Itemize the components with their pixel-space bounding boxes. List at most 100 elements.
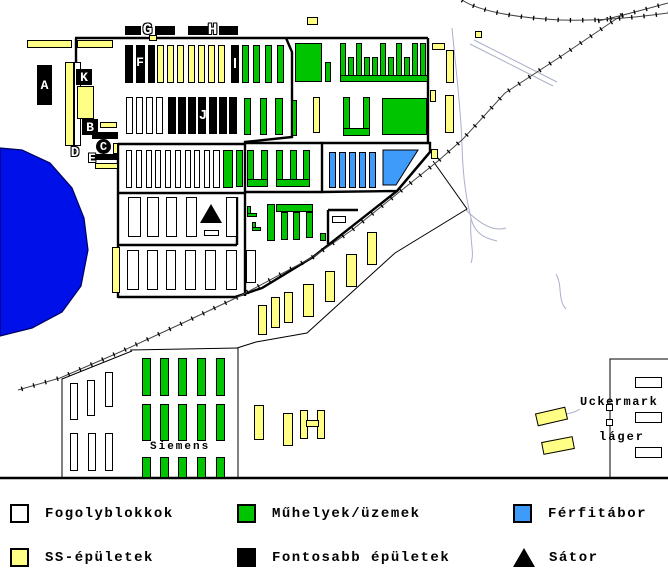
prisoner-block — [156, 97, 163, 134]
important-building — [92, 132, 118, 139]
railroad-ticks — [460, 0, 668, 23]
workshop-building — [404, 57, 410, 76]
ss-building — [307, 17, 318, 25]
workshop-building — [252, 227, 261, 231]
ss-building — [177, 45, 184, 83]
prisoner-block — [136, 97, 143, 134]
workshop-building — [223, 150, 233, 188]
important-building — [209, 97, 217, 134]
workshop-building — [325, 62, 331, 82]
workshop-building — [197, 404, 206, 441]
road — [465, 209, 507, 230]
prisoner-block — [205, 250, 216, 290]
ss-building — [306, 420, 319, 427]
prisoner-block — [606, 404, 613, 411]
workshop-building — [388, 57, 394, 76]
ss-building — [284, 292, 293, 323]
workshop-building — [216, 457, 225, 478]
workshop-building — [293, 212, 300, 240]
prisoner-block — [136, 150, 142, 188]
ss-building — [167, 45, 174, 83]
prisoner-block — [226, 250, 237, 290]
workshop-building — [178, 358, 187, 396]
workshop-building — [216, 358, 225, 396]
ss-building — [303, 284, 314, 317]
workshop-building — [276, 179, 310, 187]
road — [470, 217, 473, 264]
prisoner-block — [204, 230, 219, 236]
workshop-building — [160, 457, 169, 478]
prisoner-block — [175, 150, 181, 188]
ss-building — [258, 305, 267, 335]
mens-camp-building — [349, 152, 356, 188]
workshop-building — [277, 45, 284, 83]
prisoner-block — [147, 197, 159, 237]
ss-building — [446, 50, 454, 83]
workshop-building — [276, 204, 313, 212]
important-building — [188, 97, 196, 134]
prisoner-block — [87, 380, 95, 416]
workshop-building — [253, 45, 260, 83]
workshop-building — [275, 98, 283, 135]
workshop-building — [372, 57, 378, 76]
prisoner-block — [166, 250, 176, 290]
prisoner-block — [126, 150, 132, 188]
prisoner-block — [128, 197, 141, 237]
workshop-building — [244, 98, 251, 135]
road — [451, 27, 498, 242]
workshop-building — [261, 150, 268, 180]
prisoner-block — [70, 433, 78, 471]
important-building — [198, 97, 206, 134]
letter-E: E — [88, 151, 96, 166]
prisoner-block — [185, 150, 191, 188]
prisoner-block — [127, 250, 139, 290]
ss-building — [283, 413, 293, 446]
workshop-building — [356, 43, 362, 76]
road — [473, 39, 558, 83]
mens-camp-building — [329, 152, 336, 188]
road — [555, 273, 567, 310]
prisoner-block — [146, 97, 153, 134]
ss-building — [100, 122, 117, 128]
area-boundary — [61, 350, 133, 477]
important-building — [136, 45, 145, 83]
important-building — [82, 119, 98, 135]
prisoner-block — [105, 433, 113, 471]
ss-building — [254, 405, 264, 440]
ss-building — [325, 271, 335, 302]
workshop-building — [343, 128, 370, 136]
ss-building — [157, 45, 164, 83]
workshop-building — [380, 43, 386, 76]
ss-building — [431, 149, 438, 159]
workshop-building — [216, 404, 225, 441]
prisoner-block — [635, 447, 662, 458]
map-label: láger — [599, 430, 646, 444]
ss-building — [218, 45, 225, 83]
workshop-building — [420, 43, 426, 76]
area-boundary — [129, 347, 239, 351]
workshop-building — [340, 43, 346, 76]
ss-building — [346, 254, 357, 287]
letter-D: D — [70, 145, 80, 161]
mens-camp-building — [369, 152, 376, 188]
mens-camp-building — [359, 152, 366, 188]
ss-building — [432, 43, 445, 50]
ss-building — [188, 45, 195, 83]
road — [469, 43, 554, 87]
important-building — [125, 26, 141, 35]
mens-camp-building — [382, 149, 419, 186]
workshop-building — [236, 150, 243, 187]
prisoner-block — [226, 197, 237, 237]
important-building — [168, 97, 176, 134]
prisoner-block — [126, 97, 133, 134]
prisoner-block — [166, 197, 177, 237]
tent-triangle-icon — [200, 204, 222, 223]
prisoner-block — [233, 57, 237, 69]
workshop-building — [396, 43, 402, 76]
prisoner-block — [332, 216, 346, 223]
workshop-building — [247, 213, 257, 217]
ss-building — [95, 163, 118, 169]
important-building — [125, 45, 133, 83]
important-building — [155, 26, 175, 35]
